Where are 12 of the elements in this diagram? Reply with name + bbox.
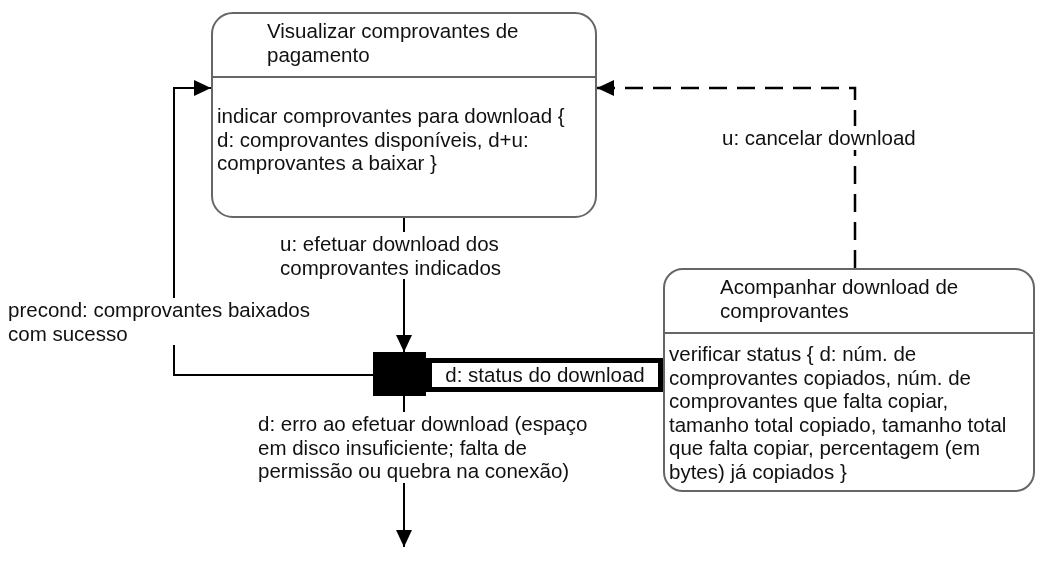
edge-label: d: status do download	[432, 363, 658, 387]
arrow	[173, 80, 374, 376]
state-title: Acompanhar download de comprovantes	[720, 275, 959, 322]
state-description: indicar comprovantes para download { d: comprovantes disponíveis, d+u: comprovantes a baixar }	[217, 104, 566, 175]
state-box	[663, 268, 1035, 492]
state-title: Visualizar comprovantes de pagamento	[267, 19, 519, 66]
junction-block	[373, 352, 426, 396]
arrow	[597, 80, 857, 268]
edge-label: u: cancelar download	[722, 126, 916, 150]
state-box	[211, 12, 597, 218]
state-description: verificar status { d: núm. de comprovantes copiados, núm. de comprovantes que falta copiar, tamanho total copiado, tamanho total que falta copiar, percentagem (em bytes) já copiados }	[669, 342, 1008, 483]
connector-line	[426, 358, 663, 392]
